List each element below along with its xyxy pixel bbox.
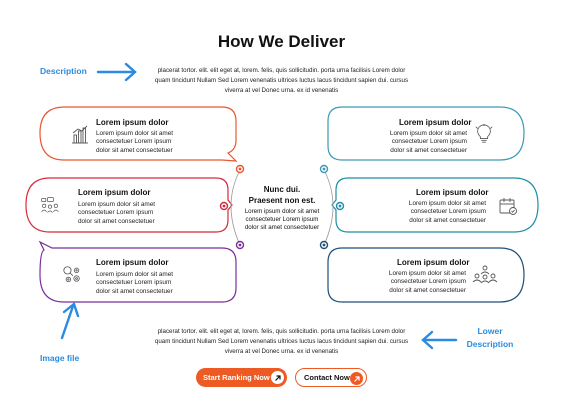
card-title-6: Lorem ipsum dolor [397,258,470,267]
arrow-lower-description [421,330,458,350]
card-body-2: Lorem ipsum dolor sit amet consectetuer … [78,201,155,226]
lightbulb-icon [475,124,493,143]
card-outline-2 [25,177,233,233]
annotation-image-file: Image file [40,353,80,363]
arrow-description [96,62,137,82]
description-top-line: viverra at vel Donec urna. ex id venenat… [224,87,339,94]
center-body-line: Lorem ipsum dolor sit amet [244,208,320,215]
description-bottom-line: quam tincidunt Nullam Sed Lorem venenati… [154,338,409,345]
description-top-line: quam tincidunt Nullam Sed Lorem venenati… [154,77,409,84]
card-title-3: Lorem ipsum dolor [96,258,169,267]
card-body-line: consectetuer Lorem ipsum [78,209,154,217]
description-bottom: placerat tortor. elit. elit eget at, lor… [0,327,563,357]
arrow-up-right-icon [350,372,363,385]
card-outline-4 [327,106,525,161]
card-title-2: Lorem ipsum dolor [78,188,151,197]
card-body-line: consectetuer Lorem ipsum [96,279,172,287]
page-title: How We Deliver [217,32,346,51]
annotation-lower-line2: Description [466,339,514,349]
bar-chart-icon [72,125,88,144]
center-arc-right [323,169,334,246]
center-body-line: dolor sit amet consectetuer [244,224,320,232]
center-title: Nunc dui. Praesent non est. [232,184,332,206]
card-body-line: consectetuer Lorem ipsum [391,138,467,146]
center-title-line1: Nunc dui. [263,185,301,194]
card-outline-5 [331,177,539,233]
card-body-line: Lorem ipsum dolor sit amet [96,130,174,137]
annotation-description: Description [40,66,87,76]
search-gears-icon [63,266,80,283]
card-body-line: dolor sit amet consectetuer [390,146,467,154]
center-body: Lorem ipsum dolor sit amet consectetuer … [232,208,332,233]
card-body-line: consectetuer Lorem ipsum [410,208,486,216]
card-body-line: consectetuer Lorem ipsum [390,278,466,286]
annotation-lower-description: Lower Description [455,325,525,351]
description-top-line: placerat tortor. elit. elit eget at, lor… [157,67,406,74]
start-ranking-button[interactable]: Start Ranking Now [196,368,287,387]
card-body-line: Lorem ipsum dolor sit amet [388,270,466,277]
start-ranking-label: Start Ranking Now [203,373,270,382]
card-title-5: Lorem ipsum dolor [416,188,489,197]
card-body-line: Lorem ipsum dolor sit amet [78,201,156,208]
card-body-line: dolor sit amet consectetuer [389,286,466,294]
card-body-5: Lorem ipsum dolor sit amet consectetuer … [402,200,486,225]
center-body-line: consectetuer Lorem ipsum [245,216,319,224]
calendar-icon [499,198,517,215]
annotation-lower-line1: Lower [477,326,503,336]
card-outline-6 [327,247,525,303]
card-body-4: Lorem ipsum dolor sit amet consectetuer … [383,130,467,155]
description-top: placerat tortor. elit. elit eget at, lor… [0,66,563,96]
card-body-6: Lorem ipsum dolor sit amet consectetuer … [382,270,466,295]
card-outline-3 [38,240,237,303]
card-body-line: dolor sit amet consectetuer [96,287,173,295]
card-body-line: Lorem ipsum dolor sit amet [408,200,486,207]
people-network-icon [472,265,498,284]
team-chat-icon [41,197,59,213]
arrow-up-right-icon [271,371,284,384]
description-bottom-line: placerat tortor. elit. elit eget at, lor… [157,328,406,335]
card-body-line: dolor sit amet consectetuer [409,216,486,224]
card-body-line: Lorem ipsum dolor sit amet [389,130,467,137]
card-title-1: Lorem ipsum dolor [96,118,169,127]
center-title-line2: Praesent non est. [248,196,316,205]
card-body-3: Lorem ipsum dolor sit amet consectetuer … [96,271,173,296]
card-title-4: Lorem ipsum dolor [399,118,472,127]
center-arc-left [230,169,241,246]
contact-now-button[interactable]: Contact Now [295,368,367,387]
card-outline-1 [39,106,238,162]
card-body-line: Lorem ipsum dolor sit amet [96,271,174,278]
contact-now-label: Contact Now [304,373,350,382]
card-body-line: dolor sit amet consectetuer [78,217,155,225]
card-body-1: Lorem ipsum dolor sit amet consectetuer … [96,130,173,155]
arrow-image-file [60,301,80,340]
card-body-line: dolor sit amet consectetuer [96,146,173,154]
card-body-line: consectetuer Lorem ipsum [96,138,172,146]
description-bottom-line: viverra at vel Donec urna. ex id venenat… [224,348,339,355]
